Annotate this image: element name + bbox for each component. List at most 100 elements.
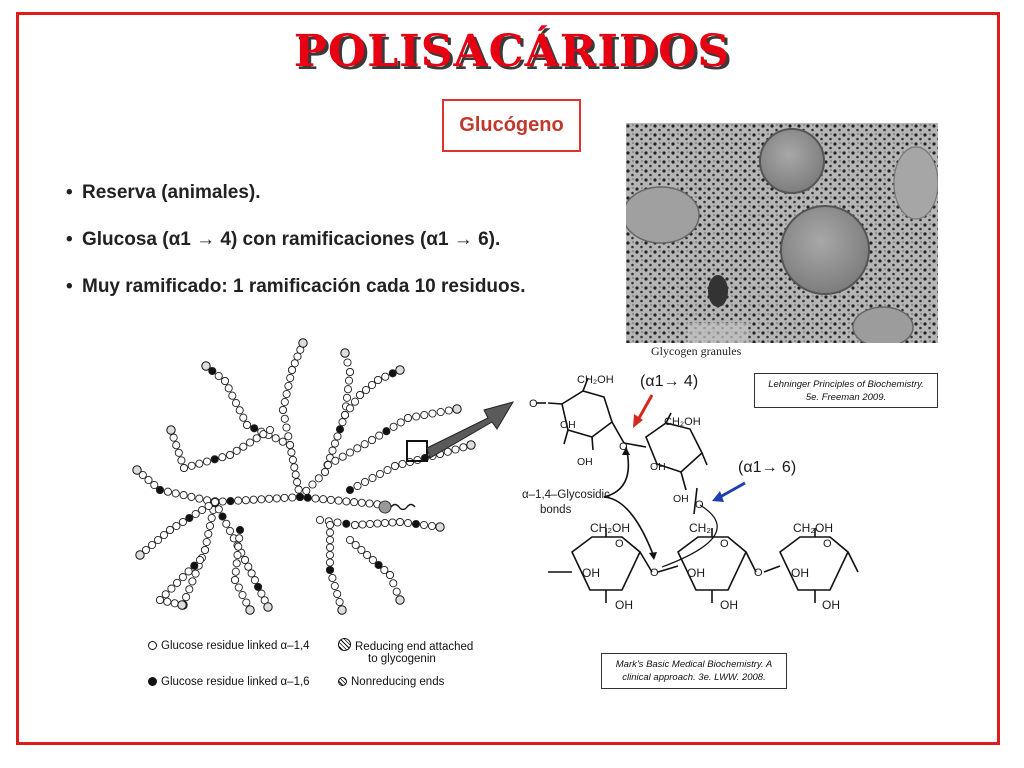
glucose-residue-a14 — [244, 562, 253, 571]
glucose-residue-a14 — [171, 489, 180, 498]
glucose-residue-a14 — [367, 380, 377, 390]
ch2oh-label: CH₂OH — [793, 521, 833, 535]
glucose-residue-a14 — [375, 431, 384, 440]
glucose-ring-3 — [570, 536, 641, 591]
glucose-residue-a16 — [342, 519, 351, 528]
glucose-residue-a16 — [226, 497, 235, 506]
glucose-residue-a14 — [373, 375, 383, 385]
o-label: O — [529, 398, 538, 410]
ch2oh-label: CH₂OH — [577, 374, 614, 386]
glucose-residue-a14 — [335, 597, 344, 607]
bond-label: α–1,4–Glycosidic — [522, 489, 610, 501]
slide-title: POLISACÁRIDOS — [293, 26, 731, 77]
oh-label: OH — [822, 598, 840, 612]
glucose-residue-a14 — [343, 385, 353, 394]
glucose-residue-a14 — [326, 495, 335, 504]
glucose-residue-a16 — [411, 519, 421, 529]
glucose-residue-a14 — [232, 446, 241, 455]
glucose-residue-a14 — [361, 385, 371, 395]
glucose-residue-a14 — [172, 521, 181, 531]
bond-arrow — [603, 496, 655, 558]
glucose-residue-a14 — [240, 555, 250, 565]
bullet-text: Muy ramificado: 1 ramificación cada 10 r… — [82, 276, 526, 297]
bullet-item: •Glucosa (α1 → 4) con ramificaciones (α1… — [66, 229, 501, 250]
glucose-residue-a14 — [218, 453, 227, 462]
glucose-residue-a14 — [222, 519, 231, 528]
glycogen-micrograph — [626, 123, 938, 343]
legend-text: Glucose residue linked α–1,4 — [161, 640, 310, 652]
glucose-residue-a14 — [184, 567, 193, 576]
reducing-end-icon — [378, 500, 416, 514]
glucose-residue-a14 — [231, 567, 240, 576]
slide-frame — [16, 12, 1000, 745]
glycogen-heading-box: Glucógeno — [442, 99, 581, 152]
glucose-residue-a14 — [202, 457, 212, 466]
glucose-residue-a14 — [419, 520, 429, 530]
glucose-residue-a14 — [214, 371, 223, 381]
nonreducing-end — [340, 348, 350, 358]
glucose-residue-a14 — [436, 407, 445, 417]
glucose-residue-a14 — [403, 413, 413, 423]
glucose-residue-a14 — [225, 450, 235, 460]
oh-label: OH — [687, 566, 705, 580]
nonreducing-end — [395, 365, 405, 375]
glucose-residue-a14 — [389, 422, 398, 431]
reference-line: Lehninger Principles of Biochemistry. — [768, 379, 924, 390]
glucose-residue-a14 — [389, 579, 398, 588]
glucose-residue-a14 — [330, 581, 339, 591]
glucose-residue-a16 — [325, 565, 335, 575]
glucose-residue-a14 — [247, 569, 256, 578]
glucose-residue-a14 — [179, 491, 188, 500]
glucose-residue-a14 — [315, 515, 325, 525]
glucose-residue-a14 — [328, 446, 337, 455]
nonreducing-end — [132, 465, 142, 475]
glucose-residue-a14 — [320, 467, 330, 477]
glucose-residue-a14 — [147, 540, 157, 550]
glucose-residue-a14 — [333, 432, 342, 441]
oh-label: OH — [577, 456, 593, 468]
glucose-residue-a14 — [150, 480, 159, 490]
a14-label: (α1→ 4) — [640, 373, 698, 390]
oh-label: OH — [791, 566, 809, 580]
glucose-residue-a14 — [459, 443, 468, 452]
glucose-residue-a14 — [234, 542, 243, 551]
glucose-residue-a16 — [254, 582, 263, 591]
glucose-residue-a16 — [345, 485, 355, 495]
nonreducing-end — [135, 550, 145, 560]
glucose-residue-a14 — [178, 573, 187, 582]
nonreducing-end — [201, 361, 211, 371]
a16-arrow — [719, 481, 746, 499]
glucose-ring-4 — [676, 536, 747, 591]
o-label: O — [720, 538, 729, 550]
ch2oh-label: CH₂OH — [590, 521, 630, 535]
glucose-residue-a14 — [202, 537, 211, 547]
glucose-residue-a14 — [224, 384, 233, 393]
glucose-residue-a14 — [239, 442, 248, 451]
glucose-residue-a14 — [232, 559, 241, 568]
glucose-residue-a14 — [345, 404, 355, 413]
glucose-residue-a16 — [218, 512, 227, 521]
glucose-residue-a14 — [155, 595, 165, 605]
glucose-residue-a14 — [368, 555, 377, 565]
ch2oh-label: CH₂OH — [664, 416, 701, 428]
glucose-residue-a16 — [295, 492, 305, 502]
glucose-residue-a14 — [314, 474, 323, 483]
nonreducing-end — [395, 595, 405, 605]
glucose-residue-a14 — [285, 440, 295, 450]
glucose-residue-a14 — [265, 494, 274, 503]
glucose-residue-a14 — [167, 584, 176, 593]
glucose-residue-a14 — [239, 413, 248, 422]
glucose-residue-a14 — [172, 441, 181, 450]
glucose-residue-a16 — [374, 560, 383, 570]
glucose-residue-a14 — [278, 437, 287, 446]
bullet-text: Reserva (animales). — [82, 182, 261, 203]
glucose-residue-a14 — [249, 495, 258, 504]
glucose-residue-a14 — [355, 390, 365, 400]
glucose-residue-a16 — [210, 455, 219, 464]
glucose-residue-a14 — [363, 550, 372, 560]
glucose-residue-a14 — [235, 406, 244, 415]
nonreducing-end — [452, 404, 462, 414]
o-label: O — [615, 538, 624, 550]
glucose-residue-a14 — [398, 459, 407, 469]
